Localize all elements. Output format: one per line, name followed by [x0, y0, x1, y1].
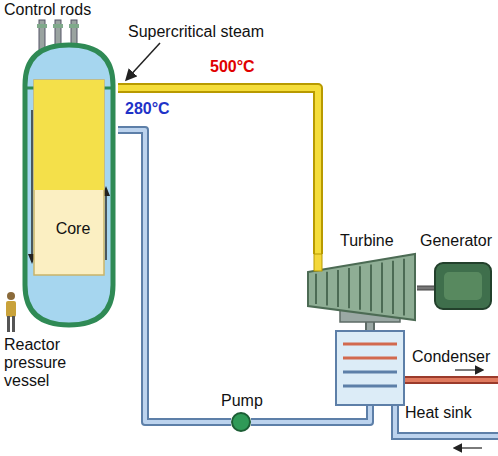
condenser-coil	[343, 385, 397, 388]
pipe-stroke	[118, 130, 231, 422]
reactor-vessel: Reactor pressure vesselCore	[20, 40, 118, 330]
condenser-coil	[343, 371, 397, 374]
person-icon	[6, 292, 16, 332]
turbine: Turbine	[300, 232, 425, 322]
node-label: Core	[34, 220, 112, 238]
turbine-blade	[403, 259, 405, 316]
pipe-stroke	[417, 287, 434, 290]
heat-sink-pipes	[395, 370, 498, 448]
temperature-label: 500°C	[210, 58, 255, 76]
turbine-blade	[359, 266, 361, 310]
turbine-blade	[315, 274, 317, 304]
node-label: Generator	[420, 232, 492, 250]
pipe-stroke	[417, 286, 434, 291]
pipe-stroke	[251, 406, 370, 422]
turbine-blade	[392, 261, 394, 314]
generator-outline	[434, 262, 492, 310]
temperature-label: 280°C	[125, 100, 170, 118]
component-label: Control rods	[4, 1, 91, 19]
condenser-outline	[335, 330, 405, 406]
component-label: Heat sink	[405, 404, 472, 422]
node-label: Condenser	[412, 348, 490, 366]
generator: Generator	[420, 232, 496, 314]
callout-label: Supercritical steam	[128, 23, 264, 41]
pump-outline	[231, 412, 251, 432]
pipe-stroke	[251, 406, 370, 422]
turbine-blade	[326, 272, 328, 306]
reactor-core-outline	[34, 80, 104, 275]
pipe-connector	[370, 322, 371, 330]
turbine-blade	[348, 268, 350, 308]
turbine-blade	[337, 270, 339, 307]
node-label: Pump	[221, 392, 263, 410]
pipe-stroke	[367, 322, 373, 330]
leader-line	[127, 43, 160, 79]
pipe-connector	[118, 130, 231, 422]
condenser: Condenser	[330, 322, 495, 408]
pipe-connector	[417, 288, 434, 289]
pipe-stroke	[365, 322, 375, 330]
reactor-core: Core	[34, 80, 112, 275]
pump: Pump	[218, 392, 264, 432]
pipe-connector	[251, 406, 370, 422]
node-label: Reactor pressure vessel	[4, 336, 84, 390]
turbine-outline	[300, 254, 417, 322]
condenser-coil	[343, 343, 397, 346]
condenser-coil	[343, 357, 397, 360]
node-label: Turbine	[340, 232, 394, 250]
turbine-blade	[370, 264, 372, 311]
pipe-stroke	[118, 130, 231, 422]
turbine-blade	[381, 263, 383, 313]
